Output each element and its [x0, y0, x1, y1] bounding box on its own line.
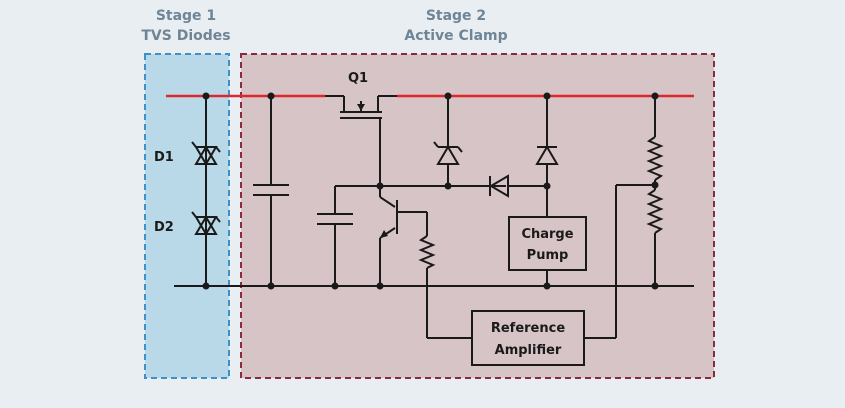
- capacitor-c2: [317, 186, 353, 290]
- tvs-diode-d1-d2: [191, 92, 221, 290]
- stage1-number: Stage 1: [155, 8, 217, 24]
- zener-diode: [433, 92, 463, 186]
- d1-label: D1: [154, 150, 174, 165]
- mosfet-q1: [325, 95, 397, 186]
- stage2-title: Stage 2 Active Clamp: [396, 6, 516, 46]
- stage2-name: Active Clamp: [404, 28, 508, 44]
- q1-label: Q1: [348, 71, 368, 86]
- capacitor-c1: [253, 92, 289, 290]
- diode-vertical: [535, 92, 559, 217]
- ref-amp-line2: Amplifier: [495, 343, 562, 358]
- stage1-name: TVS Diodes: [141, 28, 231, 44]
- charge-pump-block: Charge Pump: [508, 216, 587, 290]
- d2-label: D2: [154, 220, 174, 235]
- resistor-divider: [584, 92, 664, 339]
- npn-transistor: [376, 186, 427, 290]
- diode-horizontal: [489, 174, 551, 198]
- ref-amp-line1: Reference: [491, 321, 565, 336]
- charge-pump-line2: Pump: [527, 248, 569, 263]
- stage1-title: Stage 1 TVS Diodes: [136, 6, 236, 46]
- resistor-r1: [418, 212, 472, 339]
- charge-pump-line1: Charge: [521, 227, 573, 242]
- reference-amplifier-block: Reference Amplifier: [471, 310, 585, 366]
- stage2-number: Stage 2: [425, 8, 487, 24]
